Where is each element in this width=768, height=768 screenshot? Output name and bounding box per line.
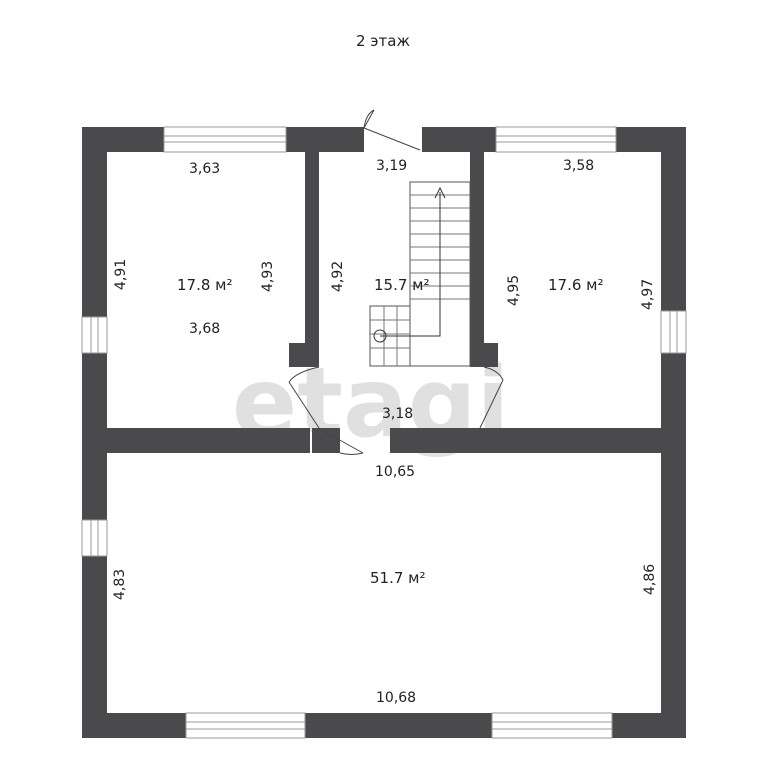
- window-top-left: [163, 126, 287, 153]
- right-room-right-dim: 4,97: [640, 279, 656, 310]
- big-room-area: 51.7 м²: [370, 569, 426, 587]
- left-room-top-dim: 3,63: [189, 161, 220, 177]
- window-top-right: [495, 126, 617, 153]
- left-room-bottom-dim: 3,68: [189, 321, 220, 337]
- hall-top-dim: 3,19: [376, 158, 407, 174]
- left-room-area: 17.8 м²: [177, 276, 233, 294]
- hall-area: 15.7 м²: [374, 276, 430, 294]
- window-right: [660, 310, 687, 354]
- door-right-room: [479, 366, 504, 429]
- door-left-room: [288, 366, 320, 429]
- right-room-top-dim: 3,58: [563, 158, 594, 174]
- window-left-upper: [81, 316, 108, 354]
- big-room-left-dim: 4,83: [112, 569, 128, 600]
- hall-left-dim: 4,92: [330, 261, 346, 292]
- right-room-area: 17.6 м²: [548, 276, 604, 294]
- door-hall-top: [363, 109, 421, 151]
- door-big-room: [317, 427, 364, 455]
- window-bottom-right: [491, 712, 613, 739]
- windows: [81, 126, 687, 739]
- interior-walls: [105, 150, 663, 453]
- staircase: [369, 181, 471, 367]
- big-room-right-dim: 4,86: [642, 564, 658, 595]
- doors: [288, 109, 504, 455]
- stair-direction-arrow: [373, 186, 446, 343]
- big-room-top-dim: 10,65: [375, 464, 415, 480]
- window-left-lower: [81, 519, 108, 557]
- left-room-right-dim: 4,93: [260, 261, 276, 292]
- window-bottom-left: [185, 712, 306, 739]
- floor-title: 2 этаж: [356, 32, 410, 50]
- hall-bottom-dim: 3,18: [382, 406, 413, 422]
- right-room-left-dim: 4,95: [506, 275, 522, 306]
- outer-walls: [82, 127, 686, 738]
- left-room-left-dim: 4,91: [113, 259, 129, 290]
- big-room-bottom-dim: 10,68: [376, 690, 416, 706]
